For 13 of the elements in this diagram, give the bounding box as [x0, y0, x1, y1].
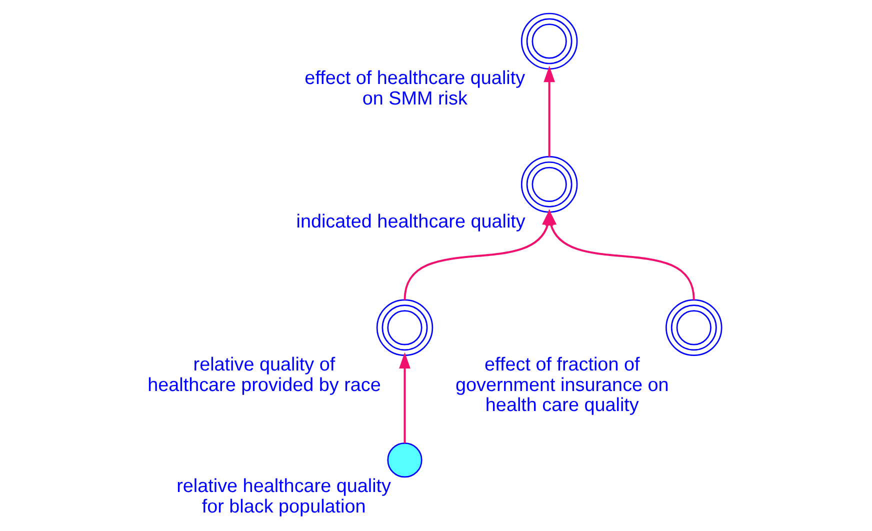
node-circle: [376, 299, 433, 356]
node-label: relative healthcare quality for black population: [176, 476, 391, 518]
arrow: [543, 66, 554, 157]
arrow: [398, 352, 410, 444]
node-circle: [520, 12, 578, 70]
node-label: effect of fraction of government insurance on health care quality: [454, 354, 668, 416]
node-label: effect of healthcare quality on SMM risk: [304, 68, 525, 110]
node-label: relative quality of healthcare provided by race: [147, 354, 380, 396]
node-circle: [386, 442, 422, 478]
node-label: indicated healthcare quality: [296, 211, 525, 232]
node-circle: [520, 156, 578, 213]
node-circle: [665, 299, 722, 356]
arrow: [544, 209, 694, 300]
